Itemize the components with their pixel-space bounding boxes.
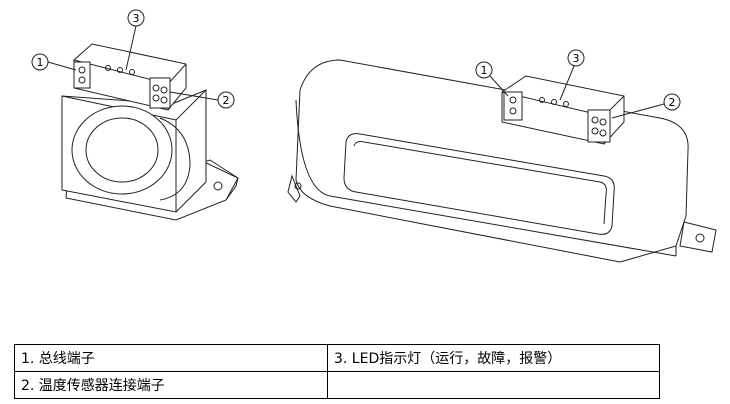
mounting-tab: [679, 221, 717, 253]
callout-1-right: [475, 61, 493, 79]
led-indicators-right: [539, 97, 569, 107]
table-row: 1. 总线端子 3. LED指示灯（运行，故障，报警）: [14, 344, 660, 372]
svg-text:1: 1: [481, 64, 488, 77]
svg-text:2: 2: [223, 94, 230, 107]
table-row: 2. 温度传感器连接端子: [14, 371, 660, 399]
callout-3-right: [567, 49, 585, 67]
legend-cell: 2. 温度传感器连接端子: [14, 371, 328, 399]
round-sensor-device: 1 3 2: [31, 9, 239, 221]
bus-terminal-block-right: [503, 91, 523, 121]
led-indicators: [105, 65, 135, 75]
legend-cell: 3. LED指示灯（运行，故障，报警）: [327, 344, 660, 372]
legend-table: 1. 总线端子 3. LED指示灯（运行，故障，报警） 2. 温度传感器连接端子: [14, 344, 660, 399]
svg-text:1: 1: [37, 56, 44, 69]
core-ring: [71, 105, 173, 195]
legend-cell: 1. 总线端子: [14, 344, 328, 372]
svg-text:2: 2: [669, 96, 676, 109]
temp-sensor-terminal-block-right: [587, 109, 611, 143]
bus-terminal-block: [73, 61, 91, 89]
temp-sensor-terminal-block: [149, 77, 171, 109]
svg-text:3: 3: [133, 12, 140, 25]
callout-1-left: [31, 53, 49, 71]
rect-window: [343, 133, 615, 235]
callout-2-right: [663, 93, 681, 111]
svg-text:3: 3: [573, 52, 580, 65]
rectangular-sensor-device: 1 3 2: [287, 49, 717, 263]
callout-3-left: [127, 9, 145, 27]
product-diagram: 1 3 2: [31, 9, 717, 263]
legend-cell: [327, 371, 660, 399]
callout-2-left: [217, 91, 235, 109]
mounting-hole: [213, 181, 223, 191]
